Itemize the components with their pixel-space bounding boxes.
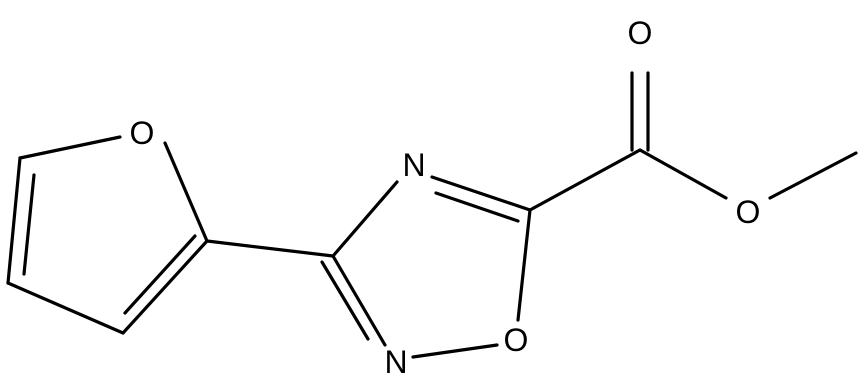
atom-n-top: N [402, 147, 425, 183]
bond-n2-c3 [331, 254, 387, 347]
atom-n-bottom: N [384, 344, 407, 380]
atom-labels: O N N O O O [130, 15, 761, 380]
bond-o1-n2 [411, 343, 499, 359]
bond-o-ester-methyl [768, 151, 858, 200]
bonds [6, 71, 858, 359]
bond-furan-c5-c4-inner [22, 173, 36, 276]
bond-c5-carbonyl-c [528, 148, 642, 212]
bond-c3-n4 [331, 180, 399, 258]
atom-o-ester: O [736, 194, 761, 230]
bond-c5-o1 [516, 208, 532, 322]
atom-o-ring: O [504, 322, 529, 358]
bond-furan-oxadiazole [205, 239, 335, 258]
atom-o-furan: O [130, 115, 155, 151]
bond-furan-o-c5 [18, 135, 122, 160]
bond-n4-c5-inner [434, 191, 520, 223]
bond-n4-c5 [430, 175, 532, 212]
bond-carbonyl-c-o-ester [638, 148, 728, 200]
atom-o-carbonyl: O [628, 15, 653, 51]
bond-furan-o-c2 [163, 141, 209, 243]
bond-furan-c3-c2-inner [123, 234, 197, 315]
bond-furan-c4-c3 [6, 281, 125, 335]
bond-n2-c3-inner [320, 260, 370, 341]
bond-furan-c3-c2 [121, 239, 209, 335]
bond-furan-c5-c4 [6, 156, 22, 285]
